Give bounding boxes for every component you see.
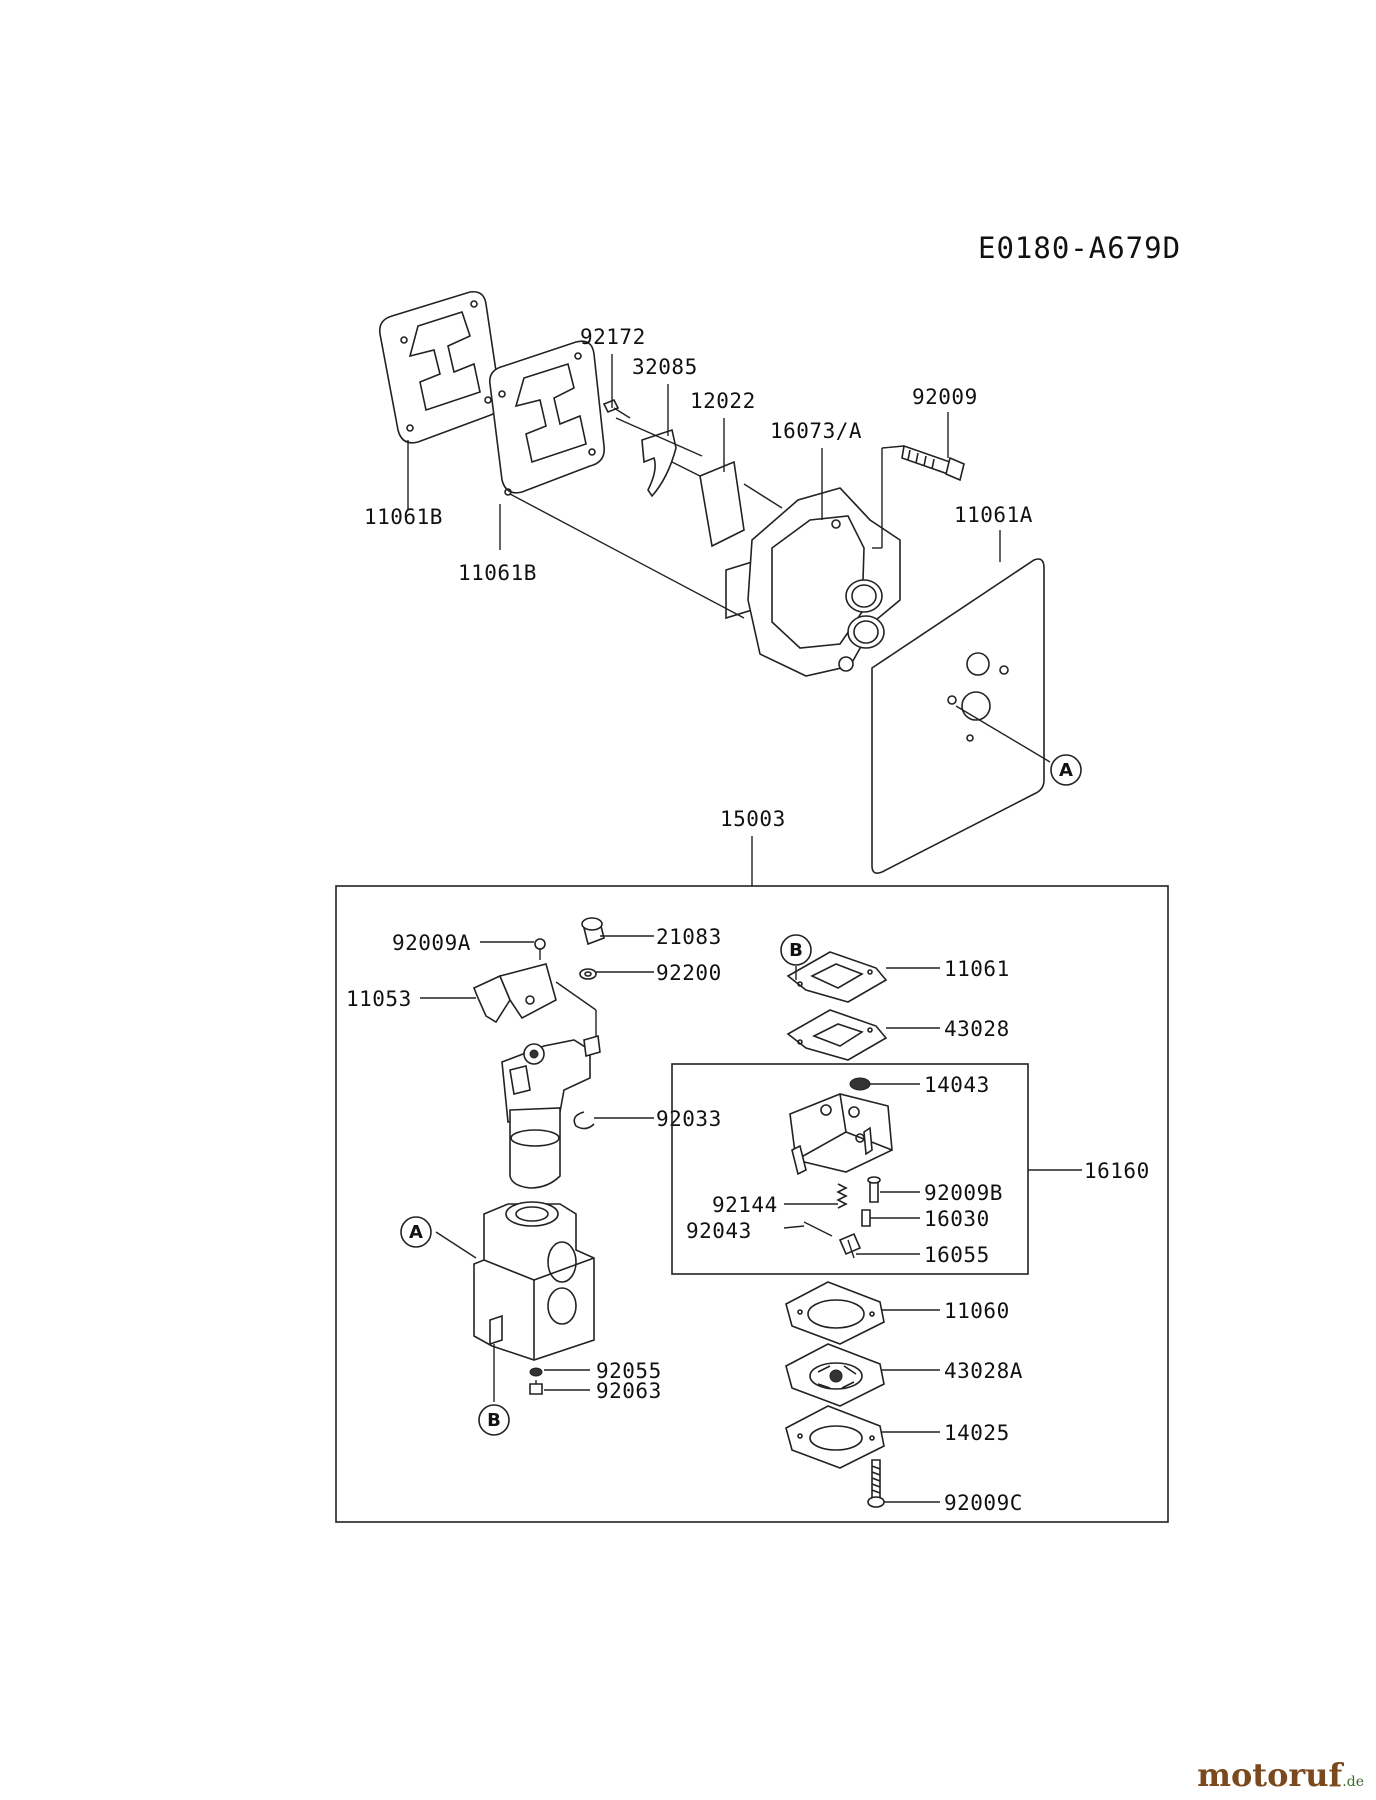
gasket-11061a	[871, 558, 1045, 874]
label-14043: 14043	[924, 1073, 990, 1097]
insulator-12022	[699, 460, 745, 548]
gasket-11061b-back	[378, 290, 502, 444]
callout-b-top: B	[780, 934, 812, 966]
label-92055: 92055	[596, 1359, 662, 1383]
screw-92009c	[867, 1459, 885, 1508]
screw-92009a	[534, 938, 546, 960]
cover-14025	[785, 1405, 885, 1469]
bolt-92172	[602, 398, 631, 419]
label-15003: 15003	[720, 807, 786, 831]
label-43028a: 43028A	[944, 1359, 1023, 1383]
carburetor-kit-box	[335, 885, 1169, 1523]
callout-a-body: A	[400, 1216, 432, 1248]
svg-text:B: B	[487, 1410, 501, 1431]
label-92033: 92033	[656, 1107, 722, 1131]
svg-text:B: B	[789, 940, 803, 961]
label-11061b-b: 11061B	[458, 561, 537, 585]
bolt-92009	[901, 444, 965, 482]
label-16160: 16160	[1084, 1159, 1150, 1183]
label-92144: 92144	[712, 1193, 778, 1217]
plate-32085	[641, 428, 677, 498]
washer-92200	[579, 968, 597, 980]
label-92063: 92063	[596, 1379, 662, 1403]
label-16030: 16030	[924, 1207, 990, 1231]
gasket-11060	[785, 1281, 885, 1345]
diagram-code: E0180-A679D	[978, 231, 1181, 265]
assembly-lines-top	[509, 417, 905, 619]
label-92172: 92172	[580, 325, 646, 349]
clip-92033	[573, 1111, 595, 1130]
lever-92043	[803, 1221, 833, 1237]
callout-b-bottom: B	[478, 1404, 510, 1436]
label-11053: 11053	[346, 987, 412, 1011]
label-11061: 11061	[944, 957, 1010, 981]
screw-92055	[529, 1367, 543, 1377]
label-16055: 16055	[924, 1243, 990, 1267]
label-32085: 32085	[632, 355, 698, 379]
fuel-pump-16160	[789, 1077, 893, 1176]
callout-a-top: A	[1050, 754, 1082, 786]
label-21083: 21083	[656, 925, 722, 949]
label-92200: 92200	[656, 961, 722, 985]
insulator-16073a	[725, 487, 901, 677]
svg-text:A: A	[1059, 760, 1073, 781]
svg-text:A: A	[409, 1222, 423, 1243]
leaders-left	[420, 935, 654, 1402]
throttle-shaft	[501, 1034, 601, 1189]
label-11060: 11060	[944, 1299, 1010, 1323]
carburetor-body	[473, 1201, 595, 1361]
label-43028: 43028	[944, 1017, 1010, 1041]
label-92009c: 92009C	[944, 1491, 1023, 1515]
label-92009a: 92009A	[392, 931, 471, 955]
leaders-top	[407, 354, 1051, 763]
label-92009b: 92009B	[924, 1181, 1003, 1205]
label-92043: 92043	[686, 1219, 752, 1243]
label-16073a: 16073/A	[770, 419, 862, 443]
label-12022: 12022	[690, 389, 756, 413]
lever-11053	[472, 963, 557, 1024]
label-11061b-a: 11061B	[364, 505, 443, 529]
pin-16030	[861, 1209, 871, 1227]
gasket-11061	[786, 951, 888, 1003]
screw-92009b	[867, 1176, 881, 1203]
gasket-11061b-front	[488, 340, 606, 496]
fuel-pump-box	[671, 1063, 1029, 1275]
spring-92144	[836, 1183, 848, 1209]
leaders-right	[783, 966, 1082, 1503]
label-92009: 92009	[912, 385, 978, 409]
label-14025: 14025	[944, 1421, 1010, 1445]
needle-16055	[838, 1232, 862, 1259]
diaphragm-43028a	[785, 1343, 885, 1407]
watermark-logo: motoruf.de	[1197, 1756, 1364, 1794]
diaphragm-43028	[786, 1009, 888, 1061]
screw-92063	[529, 1380, 543, 1395]
label-11061a: 11061A	[954, 503, 1033, 527]
screw-21083	[581, 917, 605, 946]
